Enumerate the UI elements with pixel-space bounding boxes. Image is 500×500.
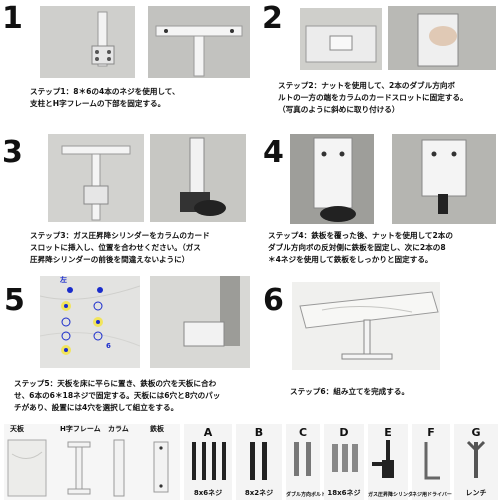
components-panel: 天板 H字フレーム カラム 鉄板 bbox=[4, 424, 180, 500]
components-illustration bbox=[7, 439, 169, 497]
step-1-photo-b bbox=[148, 6, 250, 78]
wrench-icon bbox=[466, 440, 486, 478]
part-d-letter: D bbox=[339, 426, 349, 439]
part-e: E ガス圧昇降シリンダー bbox=[368, 424, 419, 500]
step-2-text: ステップ2：ナットを使用して、2本のダブル方向ボ ルトの一方の端をカラムのカード… bbox=[278, 81, 468, 114]
step-4-photo-b bbox=[392, 134, 496, 224]
step-4-number: 4 bbox=[263, 135, 284, 170]
step-5-photo-b bbox=[150, 276, 250, 368]
step-3-number: 3 bbox=[2, 135, 23, 170]
part-f: F ネジ用ドライバー bbox=[412, 424, 452, 500]
part-f-name: ネジ用ドライバー bbox=[412, 492, 452, 498]
step-2-photo-a bbox=[300, 8, 382, 70]
step-3-photo-a bbox=[48, 134, 144, 222]
bolt-icon bbox=[294, 442, 311, 476]
step-5-text: ステップ5：天板を床に平らに置き、鉄板の穴を天板に合わ せ、6本の6＊18ネジで… bbox=[14, 379, 221, 412]
part-b-letter: B bbox=[254, 426, 264, 439]
part-g-name: レンチ bbox=[465, 489, 487, 497]
screw-icon bbox=[250, 442, 267, 480]
step-6-photo bbox=[292, 282, 440, 370]
step-6-text: ステップ6：組み立てを完成する。 bbox=[290, 387, 410, 396]
step-1-text: ステップ1：8＊6の4本のネジを使用して、 支柱とH字フレームの下部を固定する。 bbox=[30, 87, 180, 108]
screwdriver-icon bbox=[424, 442, 440, 480]
part-a-letter: A bbox=[203, 426, 213, 439]
part-d: D 18x6ネジ bbox=[324, 424, 364, 500]
step-2-number: 2 bbox=[262, 1, 283, 36]
part-g-letter: G bbox=[471, 426, 481, 439]
component-label-column: カラム bbox=[108, 425, 129, 433]
part-d-name: 18x6ネジ bbox=[327, 489, 361, 497]
step-3-photo-b bbox=[150, 134, 246, 222]
part-g: G レンチ bbox=[454, 424, 498, 500]
gas-cylinder-icon bbox=[372, 440, 394, 478]
step-5-photo-a: 左 6 bbox=[40, 276, 140, 368]
six-label: 6 bbox=[106, 342, 111, 350]
part-f-letter: F bbox=[427, 426, 435, 439]
screw-icon bbox=[332, 444, 358, 472]
part-a: A 8x6ネジ bbox=[184, 424, 232, 500]
part-a-name: 8x6ネジ bbox=[193, 489, 223, 497]
step-1-photo-a bbox=[40, 6, 135, 78]
part-b-name: 8x2ネジ bbox=[244, 489, 274, 497]
component-label-tabletop: 天板 bbox=[10, 425, 24, 433]
screw-icon bbox=[192, 442, 226, 480]
part-c-letter: C bbox=[298, 426, 308, 439]
step-2-photo-b bbox=[388, 6, 496, 70]
step-5-number: 5 bbox=[4, 283, 25, 318]
step-1-number: 1 bbox=[2, 1, 23, 36]
step-4-photo-a bbox=[290, 134, 374, 224]
part-e-letter: E bbox=[384, 426, 392, 439]
step-6-number: 6 bbox=[263, 283, 284, 318]
component-label-plate: 鉄板 bbox=[150, 425, 164, 433]
h-frame-illustration bbox=[40, 6, 135, 78]
part-e-name: ガス圧昇降シリンダー bbox=[368, 492, 419, 498]
step-4-text: ステップ4：鉄板を覆った後、ナットを使用して2本の ダブル方向ボの反対側に鉄板を… bbox=[268, 231, 453, 264]
left-label: 左 bbox=[60, 276, 67, 284]
part-c: C ダブル方向ボルト bbox=[286, 424, 327, 500]
step-3-text: ステップ3：ガス圧昇降シリンダーをカラムのカード スロットに挿入し、位置を合わせ… bbox=[30, 231, 210, 264]
part-b: B 8x2ネジ bbox=[236, 424, 282, 500]
component-label-h-frame: H字フレーム bbox=[60, 425, 101, 433]
part-c-name: ダブル方向ボルト bbox=[286, 492, 327, 498]
